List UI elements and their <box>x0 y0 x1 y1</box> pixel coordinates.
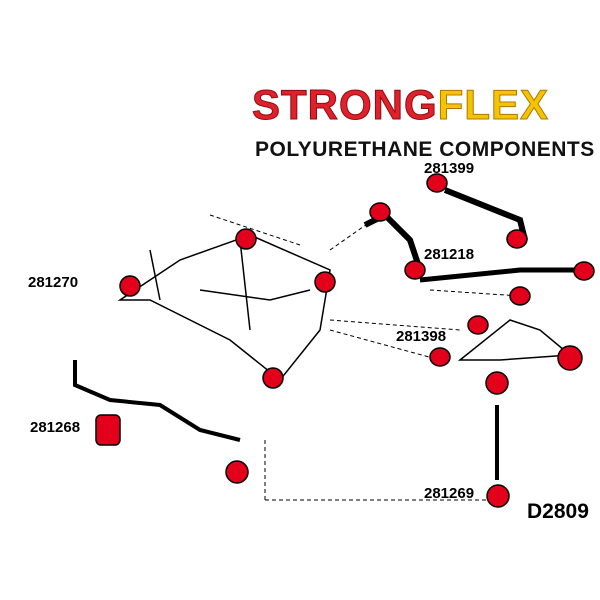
bushing <box>573 261 595 281</box>
bushing <box>314 271 336 293</box>
bushing <box>95 414 121 446</box>
logo-part: FLEX <box>437 81 550 128</box>
part-label: 281398 <box>396 328 447 345</box>
bushing <box>429 347 451 367</box>
bushing <box>509 286 531 306</box>
part-label: 281268 <box>30 419 81 436</box>
stabilizer-bar <box>73 360 241 442</box>
logo-part: O <box>339 81 373 128</box>
bushing <box>119 275 141 297</box>
bushing <box>506 229 528 249</box>
bushing <box>262 367 284 389</box>
part-label: 281399 <box>424 160 475 177</box>
logo-part: STR <box>252 81 339 128</box>
bushing <box>426 173 448 193</box>
leader-lines <box>209 214 521 501</box>
strongflex-logo: STRONGFLEX <box>252 81 550 128</box>
bushing <box>486 484 510 508</box>
bushing <box>235 228 257 250</box>
logo-part: NG <box>372 81 438 128</box>
part-label: 281269 <box>424 485 475 502</box>
subframe <box>117 234 331 382</box>
diagram-code: D2809 <box>527 500 589 523</box>
subframe-detail <box>149 239 311 331</box>
bushing <box>485 371 509 395</box>
bushing <box>225 460 249 484</box>
lateral-link <box>419 267 580 283</box>
part-label: 281218 <box>424 246 475 263</box>
lower-arm <box>457 319 572 361</box>
bushing <box>369 202 391 222</box>
tagline: POLYURETHANE COMPONENTS <box>255 138 595 161</box>
bushing <box>557 345 583 371</box>
bushing <box>467 315 489 335</box>
part-label: 281270 <box>28 274 79 291</box>
bushing <box>404 260 426 280</box>
